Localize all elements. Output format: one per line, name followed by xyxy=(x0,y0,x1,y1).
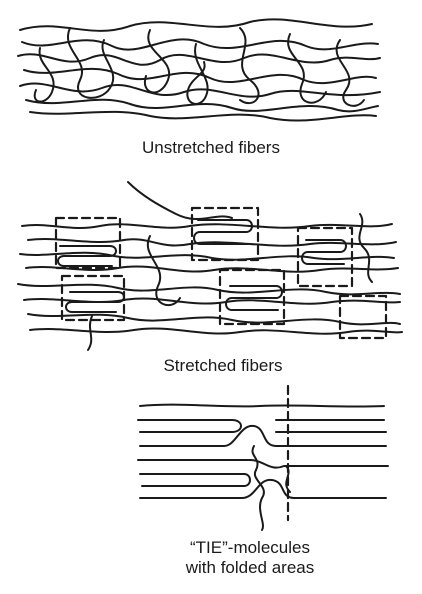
tie-molecule-lines xyxy=(137,403,389,531)
unstretched-fiber-bundle xyxy=(17,18,381,122)
tie-molecules-caption-line2: with folded areas xyxy=(185,558,315,577)
crystalline-region-box xyxy=(190,206,260,262)
tie-molecules-caption: “TIE”-molecules with folded areas xyxy=(150,538,350,578)
crystalline-region-boxes xyxy=(54,206,388,340)
crystalline-region-box xyxy=(54,216,122,270)
stretched-fibers-caption: Stretched fibers xyxy=(163,356,283,375)
crystalline-region-box xyxy=(60,274,126,322)
tie-molecules-caption-line1: “TIE”-molecules xyxy=(190,538,310,557)
stretched-fiber-bundle xyxy=(17,181,403,351)
crystalline-region-box xyxy=(296,226,354,288)
unstretched-fibers-caption: Unstretched fibers xyxy=(142,138,280,157)
crystalline-region-box xyxy=(338,294,388,340)
crystalline-region-box xyxy=(218,268,286,326)
